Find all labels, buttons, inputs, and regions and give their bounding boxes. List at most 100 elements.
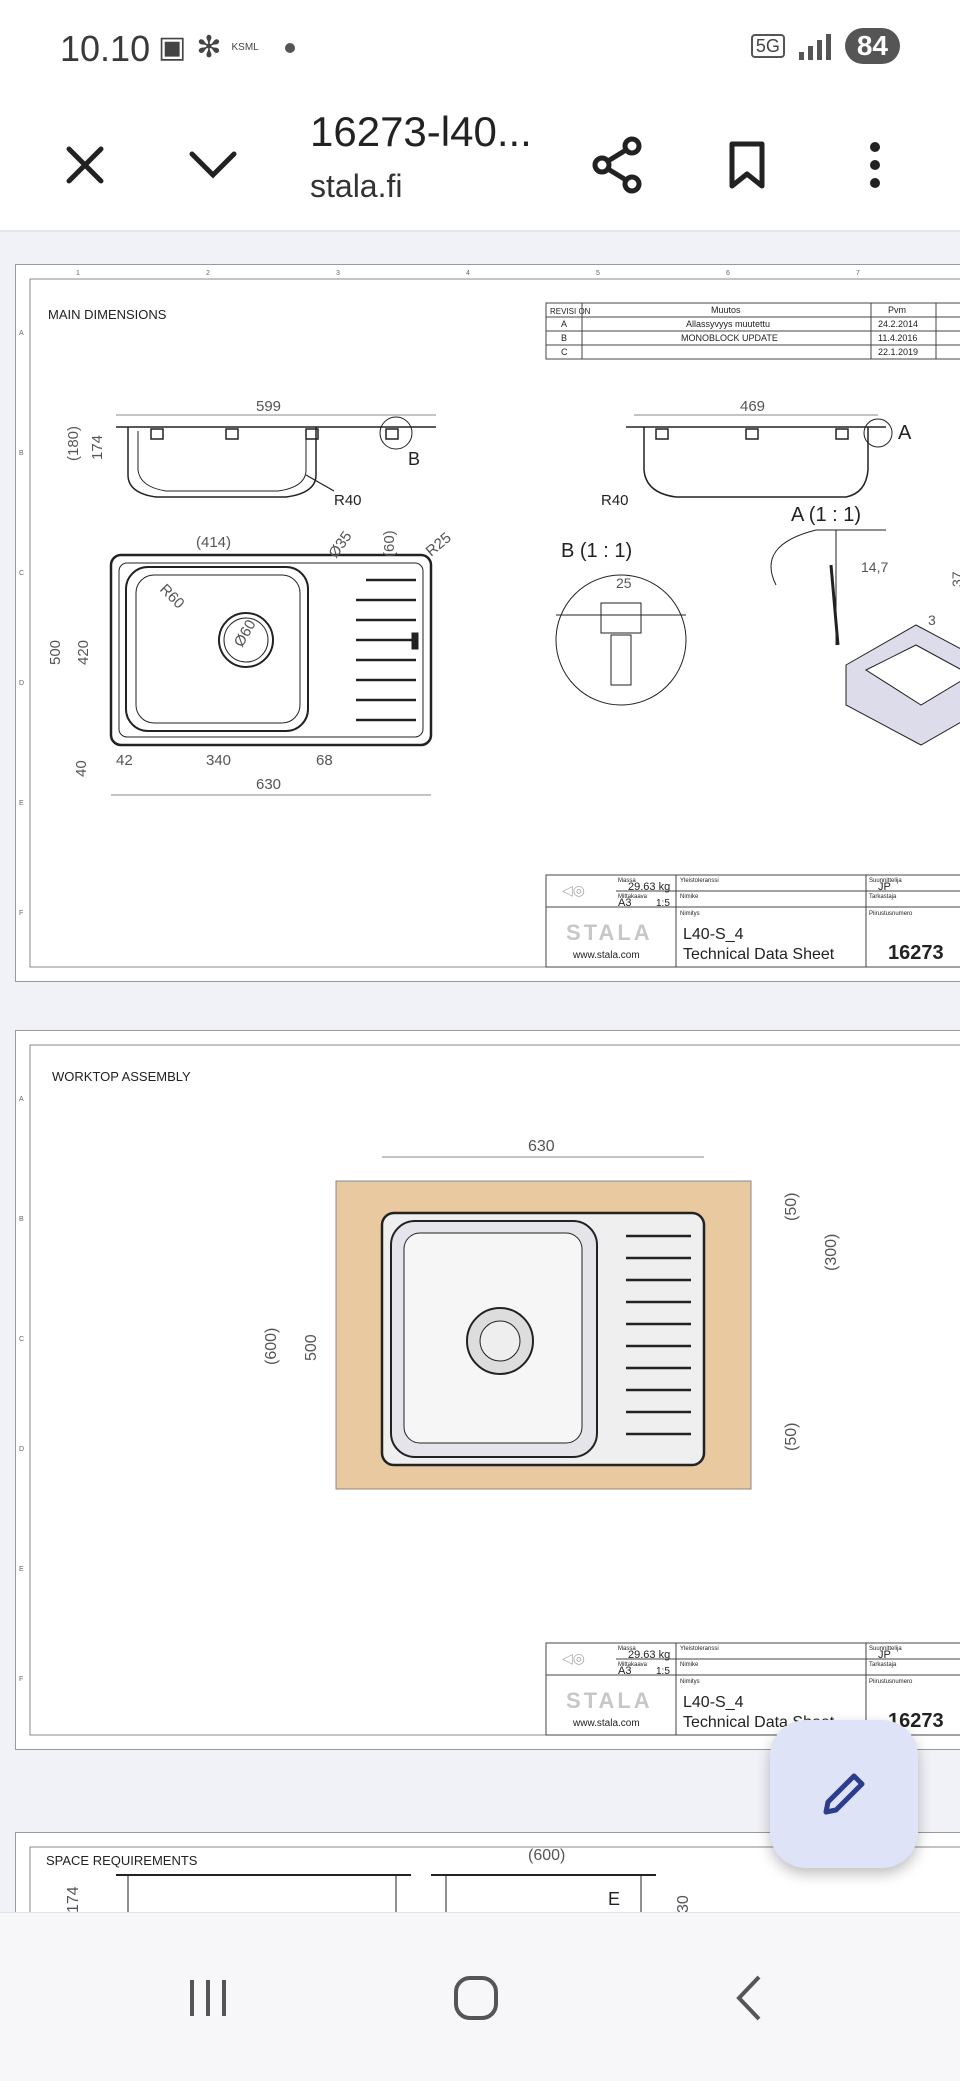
tb-label: Suunnittelija <box>869 878 902 884</box>
tb-designer: JP <box>878 881 891 893</box>
tb-label: Piirustusnumero <box>869 911 913 917</box>
dimension-label: 68 <box>316 752 333 769</box>
tb-label: Nimike <box>680 894 699 900</box>
plan-view-drawing <box>109 553 433 747</box>
dimension-label: 500 <box>47 640 64 665</box>
home-button[interactable] <box>436 1963 516 2033</box>
projection-symbol-icon: ◁◎ <box>562 1650 585 1666</box>
dimension-label: R40 <box>334 492 362 509</box>
page-domain: stala.fi <box>310 168 403 204</box>
tb-doc: Technical Data Sheet <box>683 946 835 963</box>
dimension-label: (600) <box>263 1328 280 1365</box>
share-button[interactable] <box>584 132 650 198</box>
dimension-label: 40 <box>73 760 90 777</box>
tb-label: Mittakaava <box>618 894 648 900</box>
isometric-view-drawing <box>845 624 960 746</box>
detail-title: B (1 : 1) <box>561 540 632 562</box>
grid-row-label: C <box>19 570 24 577</box>
tb-model: L40-S_4 <box>683 926 744 943</box>
tb-label: Nimitys <box>680 1679 700 1685</box>
detail-b-drawing <box>556 602 686 686</box>
grid-row-label: F <box>19 910 23 917</box>
bookmark-icon <box>729 141 765 189</box>
tb-model: L40-S_4 <box>683 1694 744 1711</box>
front-view-drawing <box>116 416 436 498</box>
document-viewer[interactable]: 1 2 3 4 5 6 7 A B C D E F MAIN DIMENSION… <box>0 232 960 1912</box>
bookmark-button[interactable] <box>714 132 780 198</box>
tb-scale: 1:5 <box>656 898 670 909</box>
detail-a-drawing <box>770 529 886 646</box>
edit-fab-button[interactable] <box>770 1720 918 1868</box>
dimension-label: 174 <box>65 1886 82 1912</box>
revision-header: Muutos <box>711 305 741 315</box>
dimension-label: 30 <box>675 1895 692 1912</box>
tb-label: Suunnittelija <box>869 1646 902 1652</box>
dimension-label: 37 <box>949 571 960 587</box>
section-title: SPACE REQUIREMENTS <box>46 1853 198 1868</box>
grid-col-label: 1 <box>76 270 80 277</box>
revision-header: Pvm <box>888 305 906 315</box>
dimension-label: 500 <box>303 1334 320 1361</box>
grid-row-label: E <box>19 1566 24 1573</box>
stala-logo: STALA <box>566 1688 653 1713</box>
screenshot-icon: ▣ <box>158 31 187 64</box>
dimension-label: 469 <box>740 398 765 415</box>
dimension-label: 25 <box>616 575 632 591</box>
more-options-button[interactable] <box>842 132 908 198</box>
recent-apps-icon <box>190 1980 226 2016</box>
detail-marker: A <box>898 422 912 444</box>
back-button[interactable] <box>708 1963 788 2033</box>
grid-row-label: B <box>19 450 24 457</box>
tb-label: Tarkastaja <box>869 894 897 900</box>
tb-label: Yleistoleranssi <box>680 878 719 884</box>
carrier-mark: KSML <box>231 42 259 53</box>
dimension-label: (600) <box>528 1847 565 1864</box>
tb-designer: JP <box>878 1649 891 1661</box>
tb-website: www.stala.com <box>572 950 640 961</box>
dimension-label: 174 <box>89 435 106 460</box>
grid-col-label: 7 <box>856 270 860 277</box>
share-icon <box>592 136 642 194</box>
revision-table: REVISI ON Muutos Pvm A Allassyvyys muute… <box>545 302 960 360</box>
dimension-label: 340 <box>206 752 231 769</box>
battery-indicator: 84 <box>844 28 900 64</box>
tb-mass: 29.63 kg <box>628 881 670 893</box>
grid-row-label: B <box>19 1216 24 1223</box>
tb-label: Piirustusnumero <box>869 1679 913 1685</box>
notification-dot-icon <box>284 42 295 53</box>
status-time: 10.10 <box>60 28 151 69</box>
expand-button[interactable] <box>180 132 246 198</box>
tb-label: Yleistoleranssi <box>680 1646 719 1652</box>
tb-label: Tarkastaja <box>869 1662 897 1668</box>
stala-logo: STALA <box>566 920 653 945</box>
dimension-label: (180) <box>65 426 82 461</box>
grid-row-label: A <box>19 1096 24 1103</box>
more-vert-icon <box>870 142 880 188</box>
dimension-label: (414) <box>196 534 231 551</box>
dimension-label: R25 <box>423 529 455 560</box>
recent-apps-button[interactable] <box>168 1963 248 2033</box>
detail-marker: E <box>608 1889 620 1909</box>
close-button[interactable] <box>52 132 118 198</box>
revision-id: C <box>561 347 568 357</box>
tb-mass: 29.63 kg <box>628 1649 670 1661</box>
projection-symbol-icon: ◁◎ <box>562 882 585 898</box>
dimension-label: (300) <box>823 1234 840 1271</box>
page-title[interactable]: 16273-l40... <box>310 108 532 155</box>
fan-icon: ✻ <box>196 31 222 64</box>
tb-number: 16273 <box>888 942 944 964</box>
revision-date: 11.4.2016 <box>878 333 917 343</box>
tb-label: Mittakaava <box>618 1662 648 1668</box>
side-view-drawing <box>626 418 893 498</box>
grid-col-label: 6 <box>726 270 730 277</box>
detail-b-circle <box>555 574 687 706</box>
grid-col-label: 4 <box>466 270 470 277</box>
grid-row-label: E <box>19 800 24 807</box>
revision-header: REVISI ON <box>550 307 591 316</box>
grid-col-label: 2 <box>206 270 210 277</box>
section-title: MAIN DIMENSIONS <box>48 307 167 322</box>
section-view-drawing <box>116 1874 656 1912</box>
tb-label: Massa <box>618 878 636 884</box>
revision-date: 24.2.2014 <box>878 319 918 329</box>
drawing-page-space-requirements: SPACE REQUIREMENTS 174 (600) 30 E <box>15 1832 960 1912</box>
